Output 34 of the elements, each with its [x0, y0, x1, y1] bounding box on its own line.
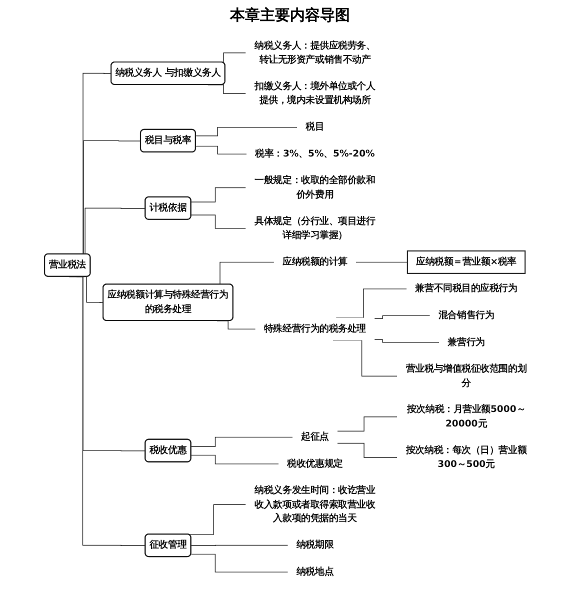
connector	[356, 262, 408, 263]
node-text: 税目	[306, 122, 324, 132]
connector	[190, 544, 288, 546]
node-text: 营业税与增值税征收范围的划分	[406, 364, 527, 388]
node-text: 税率：3%、5%、5%-20%	[255, 148, 375, 160]
connector	[337, 442, 398, 458]
node-text: 税收优惠规定	[287, 458, 343, 470]
connector	[190, 454, 279, 464]
connector	[188, 504, 246, 535]
connector	[190, 214, 246, 229]
connector	[190, 436, 293, 447]
node-box: 应纳税额＝营业额×税率	[406, 250, 526, 274]
connector	[195, 126, 298, 136]
node-text: 起征点	[301, 432, 329, 442]
node-text: 扣缴义务人：境外单位或个人提供，境内未设置机构场所	[254, 81, 376, 106]
diagram-title: 本章主要内容导图	[228, 6, 351, 25]
node-text: 一般规定：收取的全部价款和价外费用	[254, 175, 376, 200]
node-text: 纳税义务人：提供应税劳务、转让无形资产或销售不动产	[254, 40, 376, 66]
connector	[374, 315, 430, 319]
node-text: 纳税义务发生时间：收讫营业收入款项或者取得索取营业收入款项的凭据的当天	[254, 485, 376, 524]
node-text: 具体规定（分行业、项目进行详细学习掌握）	[254, 216, 376, 241]
node-text: 兼营不同税目的应税行为	[415, 283, 518, 294]
connector	[337, 416, 398, 432]
connector	[190, 554, 288, 572]
connector	[195, 146, 247, 154]
node-text: 兼营行为	[448, 336, 485, 348]
node-text: 按次纳税：每次（日）营业额300～500元	[406, 445, 527, 470]
node-text: 纳税期限	[296, 540, 334, 550]
connector	[374, 339, 440, 343]
node-text: 按次纳税：月营业额5000～20000元	[406, 404, 526, 429]
node-text: 应纳税额的计算	[282, 256, 348, 268]
node-text: 纳税地点	[296, 566, 334, 578]
node-text: 混合销售行为	[438, 310, 494, 321]
connector	[190, 187, 246, 202]
